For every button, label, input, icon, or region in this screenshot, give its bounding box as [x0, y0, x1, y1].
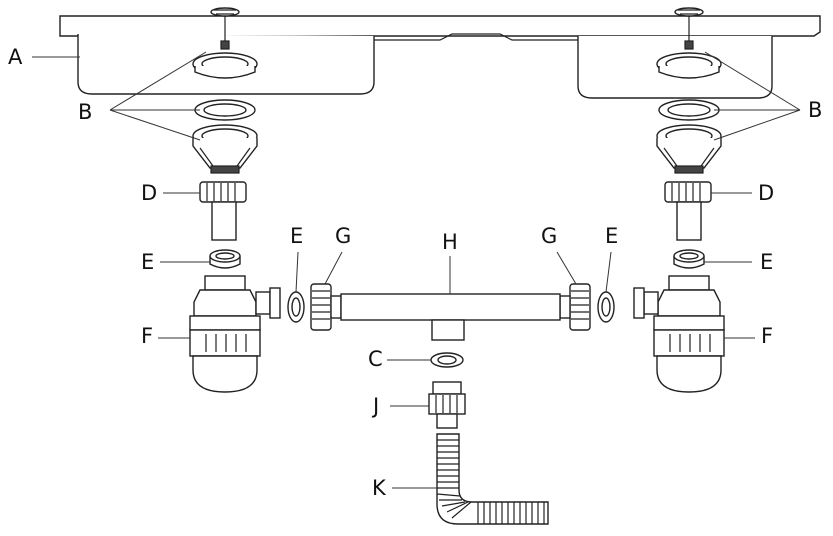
label-e-left-outer: E — [141, 250, 155, 274]
label-e-right-inner: E — [605, 224, 619, 248]
left-top-washer — [209, 249, 241, 269]
label-d-right: D — [758, 181, 775, 205]
left-strainer-washer — [194, 99, 256, 121]
right-tailpipe-nut — [664, 181, 712, 241]
hose-connector — [428, 381, 466, 429]
right-strainer-cap — [674, 7, 704, 50]
left-strainer-flange — [192, 52, 258, 79]
left-connector-nut — [310, 283, 342, 331]
label-e-left-inner: E — [290, 224, 304, 248]
center-washer — [430, 352, 464, 368]
label-a: A — [8, 45, 23, 69]
left-strainer-cap — [210, 7, 240, 50]
horizontal-connector-pipe — [340, 293, 561, 341]
label-j: J — [373, 394, 380, 418]
label-b-right: B — [808, 98, 823, 122]
label-k: K — [372, 476, 386, 500]
label-e-right-outer: E — [760, 250, 774, 274]
right-side-washer — [597, 291, 615, 323]
label-g-left: G — [335, 224, 352, 248]
right-strainer-assembly — [656, 7, 722, 174]
right-bottle-trap — [633, 275, 725, 393]
right-top-washer — [673, 249, 705, 269]
leader-lines — [32, 51, 801, 489]
left-strainer-assembly — [192, 7, 258, 174]
label-d-left: D — [141, 181, 158, 205]
label-f-right: F — [761, 324, 774, 348]
label-c: C — [368, 347, 383, 371]
left-bottle-trap — [189, 275, 281, 393]
label-g-right: G — [541, 224, 558, 248]
left-strainer-body — [192, 124, 258, 174]
left-tailpipe-nut — [199, 181, 247, 241]
flexible-hose — [436, 433, 549, 525]
right-strainer-body — [656, 124, 722, 174]
left-side-washer — [287, 291, 305, 323]
label-h: H — [442, 230, 458, 254]
right-strainer-washer — [658, 99, 720, 121]
right-strainer-flange — [656, 52, 722, 79]
label-b-left: B — [78, 100, 93, 124]
right-connector-nut — [559, 283, 591, 331]
label-f-left: F — [141, 324, 154, 348]
